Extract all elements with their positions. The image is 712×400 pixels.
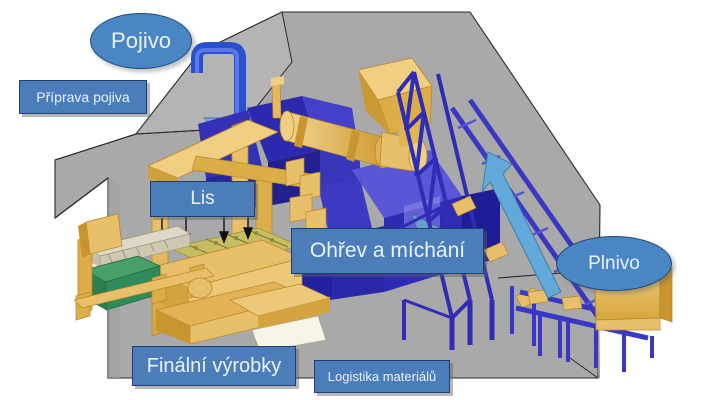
label-priprava-pojiva[interactable]: Příprava pojiva <box>19 80 147 114</box>
label-pojivo[interactable]: Pojivo <box>90 13 192 69</box>
label-logistika-materialu[interactable]: Logistika materiálů <box>314 360 450 393</box>
label-lis[interactable]: Lis <box>150 181 255 217</box>
binder-feed-pipe <box>191 42 246 118</box>
label-finalni-vyrobky[interactable]: Finální výrobky <box>132 346 296 386</box>
material-flow-arrow <box>481 151 562 299</box>
label-plnivo[interactable]: Plnivo <box>556 236 672 291</box>
product-output-conveyor <box>73 213 215 321</box>
label-ohrev-a-michani[interactable]: Ohřev a míchání <box>291 228 484 274</box>
heated-mixer-drum <box>271 57 433 174</box>
